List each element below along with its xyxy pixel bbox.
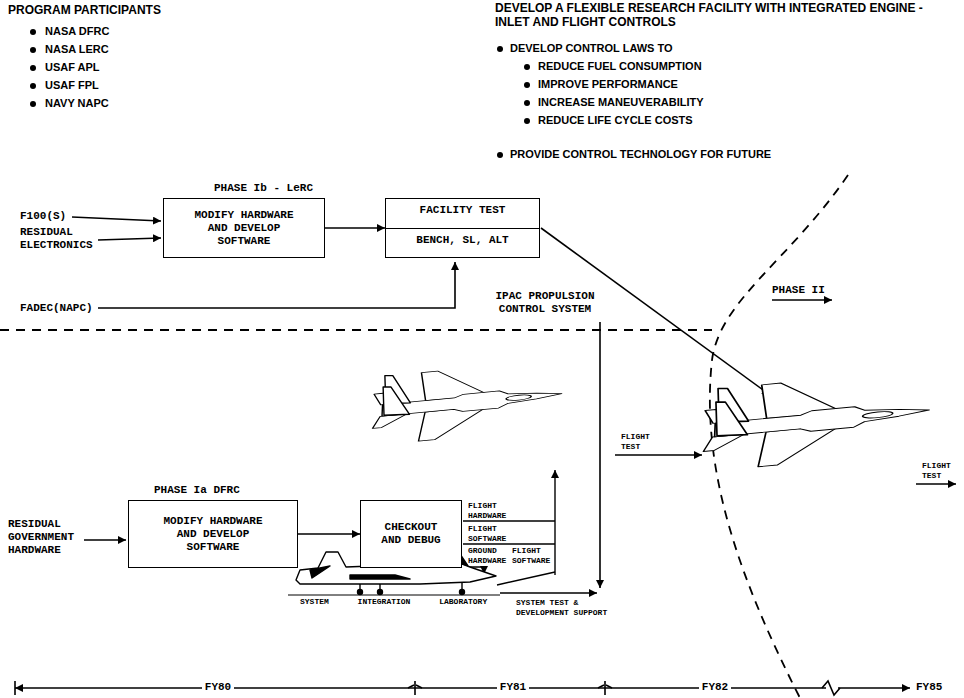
phase-arrow [772, 299, 832, 301]
drawing-circle [524, 64, 530, 70]
phase-heading: PHASE Ib - LeRC [214, 182, 313, 195]
drawing-circle [30, 29, 36, 35]
annotation-label: FLIGHT TEST [621, 432, 655, 452]
drawing-path [350, 575, 410, 579]
f15-aircraft [702, 369, 930, 472]
annotation-label: FLIGHT SOFTWARE [468, 524, 508, 544]
annotation-label: FLIGHT HARDWARE [468, 501, 508, 521]
process-box: PHASE Ib - LeRCMODIFY HARDWARE AND DEVEL… [163, 198, 325, 258]
annotation-label: REDUCE FUEL CONSUMPTION [538, 60, 702, 73]
drawing-circle [524, 82, 530, 88]
box-text: MODIFY HARDWARE AND DEVELOP SOFTWARE [179, 204, 309, 253]
drawing-circle [524, 100, 530, 106]
year-label: FY82 [699, 681, 731, 694]
annotation-label: RESIDUAL ELECTRONICS [20, 226, 100, 252]
annotation-label: SYSTEM INTEGRATION LABORATORY [300, 597, 500, 607]
drawing-circle [30, 83, 36, 89]
annotation-label: DEVELOP A FLEXIBLE RESEARCH FACILITY WIT… [495, 1, 957, 29]
checkout-outputs [463, 470, 555, 585]
annotation-label: DEVELOP CONTROL LAWS TO [510, 42, 673, 55]
annotation-label: USAF FPL [45, 79, 99, 92]
box-text: FACILITY TEST [386, 199, 539, 228]
annotation-label: SYSTEM TEST & DEVELOPMENT SUPPORT [516, 598, 628, 618]
process-box: FACILITY TESTBENCH, SL, ALT [385, 198, 540, 258]
drawing-path [497, 572, 555, 585]
drawing-circle [30, 65, 36, 71]
drawing-path [98, 262, 455, 308]
drawing-line [288, 595, 500, 596]
year-label: FY85 [916, 681, 942, 694]
drawing-circle [524, 118, 530, 124]
drawing-circle [497, 46, 503, 52]
drawing-path [554, 470, 555, 575]
annotation-label: F100(S) [20, 210, 66, 223]
annotation-label: FLIGHT TEST [922, 461, 956, 481]
box-text: CHECKOUT AND DEBUG [370, 516, 452, 552]
drawing-path [310, 566, 330, 578]
drawing-path [822, 681, 840, 695]
drawing-circle [378, 590, 383, 595]
annotation-label: USAF APL [45, 61, 100, 74]
annotation-label: INCREASE MANEUVERABILITY [538, 96, 704, 109]
drawing-circle [358, 590, 363, 595]
year-label: FY81 [497, 681, 529, 694]
f15-aircraft [372, 359, 563, 445]
annotation-label: PROGRAM PARTICIPANTS [8, 3, 161, 17]
annotation-label: REDUCE LIFE CYCLE COSTS [538, 114, 693, 127]
flow-arrow [916, 483, 956, 485]
drawing-path [98, 238, 161, 240]
drawing-circle [30, 101, 36, 107]
annotation-label: IMPROVE PERFORMANCE [538, 78, 678, 91]
drawing-path [15, 687, 910, 689]
annotation-label: NASA DFRC [45, 25, 109, 38]
box-text: BENCH, SL, ALT [386, 228, 539, 258]
flow-connector [298, 533, 360, 535]
box-text: MODIFY HARDWARE AND DEVELOP SOFTWARE [148, 510, 278, 559]
drawing-circle [30, 47, 36, 53]
drawing-path [463, 520, 555, 521]
annotation-label: PROVIDE CONTROL TECHNOLOGY FOR FUTURE [510, 148, 771, 161]
annotation-label: FADEC(NAPC) [20, 302, 93, 315]
year-label: FY80 [202, 681, 234, 694]
drawing-path [84, 539, 126, 541]
annotation-label: NASA LERC [45, 43, 109, 56]
drawing-path [0, 329, 712, 331]
flow-arrow [500, 592, 597, 594]
process-box: PHASE Ia DFRCMODIFY HARDWARE AND DEVELOP… [128, 500, 298, 568]
process-box: CHECKOUT AND DEBUG [360, 500, 462, 568]
annotation-label: PHASE II [772, 284, 825, 297]
drawing-circle [460, 590, 465, 595]
bullets [30, 29, 530, 158]
annotation-label: GROUND HARDWARE [468, 546, 508, 566]
drawing-path [72, 217, 161, 221]
annotation-label: NAVY NAPC [45, 97, 109, 110]
drawing-circle [497, 152, 503, 158]
annotation-label: FLIGHT SOFTWARE [512, 546, 552, 566]
phase-heading: PHASE Ia DFRC [154, 484, 240, 497]
flow-arrow [615, 454, 702, 456]
input-arrows [72, 217, 455, 540]
flow-connector [325, 227, 385, 229]
flow-arrow [599, 322, 601, 588]
drawing-path [463, 543, 555, 544]
drawing-path [15, 681, 605, 695]
annotation-label: RESIDUAL GOVERNMENT HARDWARE [8, 518, 84, 557]
timeline [15, 681, 910, 695]
annotation-label: IPAC PROPULSION CONTROL SYSTEM [480, 290, 610, 316]
